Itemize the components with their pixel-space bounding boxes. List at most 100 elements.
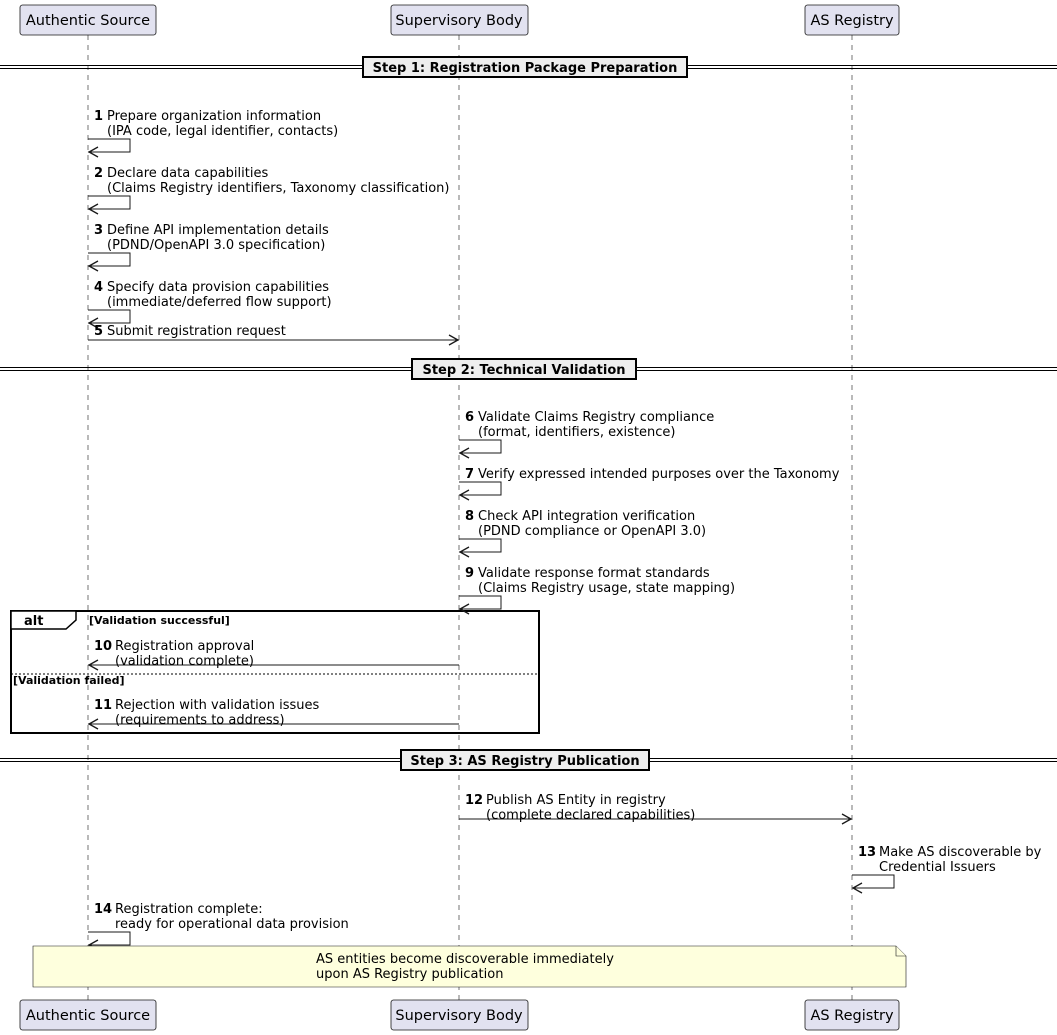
participant-box xyxy=(390,999,529,1031)
arrow-head xyxy=(458,546,470,558)
alt-tab xyxy=(10,610,77,630)
divider-box xyxy=(400,749,650,771)
participant-label: AS Registry xyxy=(810,1008,894,1024)
message-label: (validation complete) xyxy=(115,654,254,669)
arrow-head xyxy=(448,334,460,346)
arrow-head xyxy=(87,260,99,272)
note-text: AS entities become discoverable immediat… xyxy=(316,952,614,967)
arrow-head xyxy=(841,813,853,825)
message-arrow xyxy=(88,309,131,324)
divider-box xyxy=(411,358,637,380)
message-number: 5 xyxy=(94,324,103,339)
participant-box xyxy=(804,999,900,1031)
note-text: upon AS Registry publication xyxy=(316,967,503,982)
message-label: (Claims Registry usage, state mapping) xyxy=(478,581,735,596)
step-divider: Step 2: Technical Validation xyxy=(0,358,1057,380)
message-arrow xyxy=(459,538,502,553)
message-label: (requirements to address) xyxy=(115,713,285,728)
alt-frame-border xyxy=(10,610,540,734)
message-arrow xyxy=(459,595,502,610)
arrow-head xyxy=(87,146,99,158)
participant-sb-top: Supervisory Body xyxy=(390,4,529,36)
message-arrow xyxy=(88,252,131,267)
arrow-head xyxy=(458,447,470,459)
arrow-head xyxy=(87,718,99,730)
participant-label: Supervisory Body xyxy=(395,13,523,29)
message-label: Registration complete: xyxy=(115,902,263,917)
participant-label: Supervisory Body xyxy=(395,1008,523,1024)
message-4: 4 Specify data provision capabilities(imm… xyxy=(87,280,332,329)
message-label: Verify expressed intended purposes over … xyxy=(478,467,840,482)
note-fold xyxy=(895,946,906,957)
message-label: (IPA code, legal identifier, contacts) xyxy=(107,124,338,139)
message-label: (complete declared capabilities) xyxy=(486,808,695,823)
message-number: 10 xyxy=(94,639,112,654)
message-1: 1 Prepare organization information(IPA co… xyxy=(87,109,338,158)
note-shape xyxy=(32,945,907,988)
participant-as-bottom: Authentic Source xyxy=(19,999,157,1031)
alt-group: alt [Validation successful] [Validation fa… xyxy=(10,610,540,734)
arrow-head xyxy=(851,882,863,894)
message-number: 3 xyxy=(94,223,103,238)
message-arrow xyxy=(88,931,131,946)
messages: 1 Prepare organization information(IPA co… xyxy=(87,109,1042,951)
message-number: 2 xyxy=(94,166,103,181)
message-number: 6 xyxy=(465,410,474,425)
message-label: Define API implementation details xyxy=(107,223,329,238)
divider-label: Step 1: Registration Package Preparation xyxy=(373,61,678,76)
message-label: (PDND compliance or OpenAPI 3.0) xyxy=(478,524,706,539)
arrow-head xyxy=(87,317,99,329)
else-condition: [Validation failed] xyxy=(13,674,125,687)
participant-label: Authentic Source xyxy=(26,1008,150,1024)
arrow-head xyxy=(87,659,99,671)
message-arrow xyxy=(88,195,131,210)
message-label: (immediate/deferred flow support) xyxy=(107,295,332,310)
step-divider: Step 3: AS Registry Publication xyxy=(0,749,1057,771)
message-label: Specify data provision capabilities xyxy=(107,280,329,295)
message-number: 7 xyxy=(465,467,474,482)
message-label: Credential Issuers xyxy=(879,860,996,875)
message-arrow xyxy=(88,138,131,153)
message-label: Make AS discoverable by xyxy=(879,845,1042,860)
participant-sb-bottom: Supervisory Body xyxy=(390,999,529,1031)
divider-label: Step 3: AS Registry Publication xyxy=(410,754,639,769)
message-label: Check API integration verification xyxy=(478,509,695,524)
participant-box xyxy=(19,999,157,1031)
alt-condition: [Validation successful] xyxy=(89,614,230,627)
arrow-head xyxy=(458,489,470,501)
message-label: Publish AS Entity in registry xyxy=(486,793,666,808)
message-label: Prepare organization information xyxy=(107,109,321,124)
alt-keyword: alt xyxy=(24,614,43,629)
message-number: 11 xyxy=(94,698,112,713)
message-number: 12 xyxy=(465,793,483,808)
participant-box xyxy=(390,4,529,36)
message-arrow xyxy=(852,874,895,889)
participant-reg-top: AS Registry xyxy=(804,4,900,36)
message-label: ready for operational data provision xyxy=(115,917,349,932)
message-5: 5 Submit registration request xyxy=(88,324,460,346)
participant-box xyxy=(19,4,157,36)
participant-label: AS Registry xyxy=(810,13,894,29)
message-7: 7 Verify expressed intended purposes over… xyxy=(458,467,840,501)
message-number: 4 xyxy=(94,280,103,295)
message-number: 1 xyxy=(94,109,103,124)
message-arrow xyxy=(459,481,502,496)
message-label: Rejection with validation issues xyxy=(115,698,319,713)
divider-box xyxy=(362,56,688,78)
arrow-head xyxy=(87,203,99,215)
message-label: Submit registration request xyxy=(107,324,286,339)
step-divider: Step 1: Registration Package Preparation xyxy=(0,56,1057,78)
message-number: 14 xyxy=(94,902,112,917)
note: AS entities become discoverable immediat… xyxy=(32,945,907,988)
